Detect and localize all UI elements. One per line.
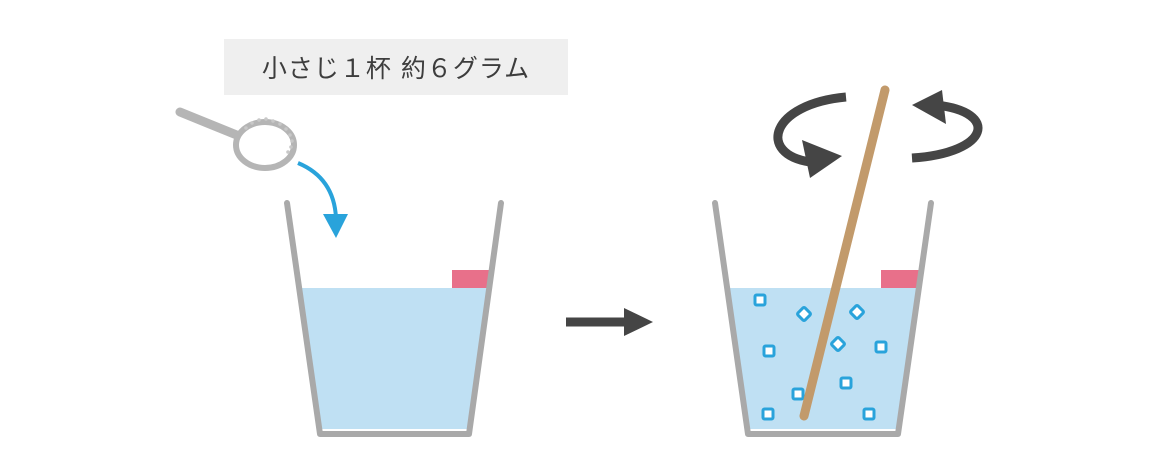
powder-dot <box>289 145 293 149</box>
powder-dot <box>257 118 261 122</box>
water <box>299 288 489 429</box>
particle <box>830 336 846 352</box>
powder-dot <box>244 126 248 130</box>
stir-rotation-icon <box>773 90 983 178</box>
particle <box>849 304 865 320</box>
powder-dot <box>264 117 268 121</box>
measure-marker <box>881 270 919 288</box>
measure-marker <box>452 270 490 288</box>
particle <box>839 376 853 390</box>
powder-dot <box>286 150 290 154</box>
right-arrow-icon <box>566 308 653 336</box>
powder-dot <box>284 127 288 131</box>
dissolving-particles <box>753 293 888 421</box>
stir-stick-icon <box>799 85 890 421</box>
particle <box>796 306 812 322</box>
powder-dot <box>278 122 282 126</box>
water <box>727 288 920 429</box>
measurement-label: 小さじ１杯 約６グラム <box>224 39 568 95</box>
powder-dot <box>271 119 275 123</box>
measuring-spoon-icon <box>175 107 297 171</box>
particle <box>753 293 767 307</box>
particle <box>862 407 876 421</box>
powder-dots <box>244 117 294 154</box>
powder-dot <box>288 133 292 137</box>
particle <box>874 340 888 354</box>
particle <box>791 387 805 401</box>
particle <box>761 407 775 421</box>
powder-dot <box>290 139 294 143</box>
cup-outline <box>284 200 504 437</box>
measurement-label-text: 小さじ１杯 約６グラム <box>261 54 531 83</box>
powder-dot <box>250 121 254 125</box>
cup-after <box>712 85 934 437</box>
cup-outline <box>712 200 934 437</box>
cup-before <box>284 200 504 437</box>
particle <box>762 344 776 358</box>
curved-down-arrow-icon <box>297 161 348 238</box>
